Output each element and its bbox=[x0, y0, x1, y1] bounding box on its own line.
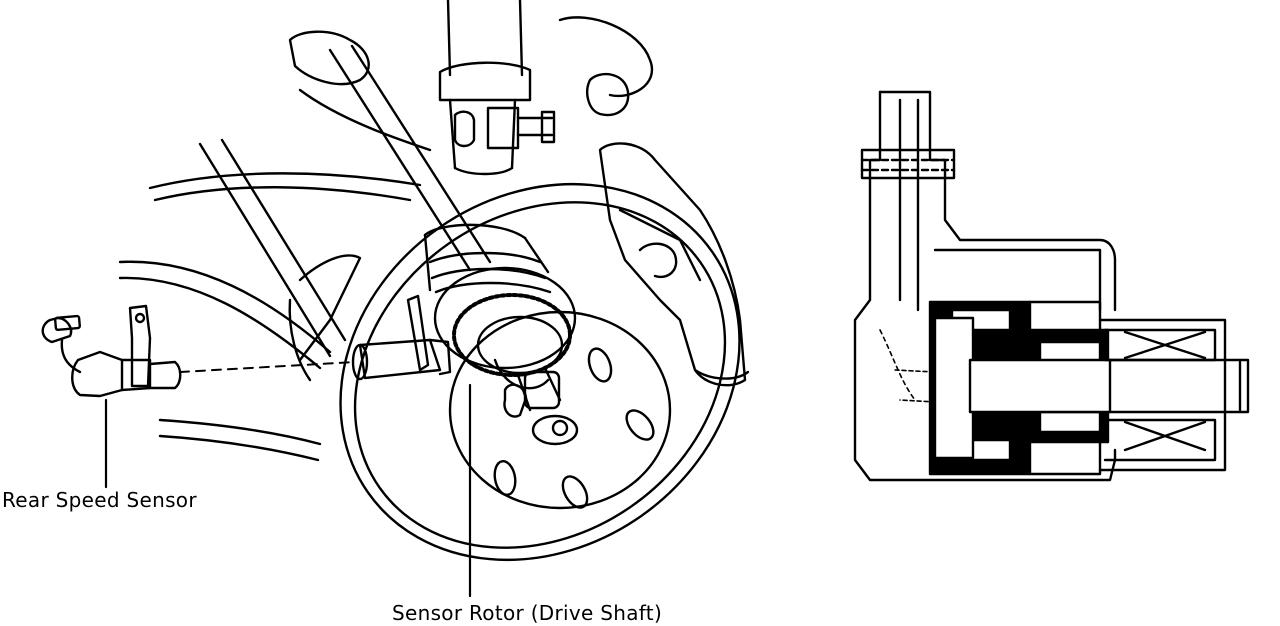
suspension-arm bbox=[118, 16, 654, 462]
alignment-dashed-line bbox=[179, 361, 356, 373]
leader-lines bbox=[104, 383, 472, 598]
rear-speed-sensor-label: Rear Speed Sensor bbox=[2, 488, 197, 512]
sensor-rotor bbox=[433, 266, 577, 418]
brake-disc bbox=[288, 182, 741, 562]
sensor-mount bbox=[351, 294, 452, 381]
rear-speed-sensor bbox=[41, 304, 182, 398]
sensor-cross-section bbox=[853, 90, 1250, 482]
sensor-rotor-label: Sensor Rotor (Drive Shaft) bbox=[392, 601, 663, 625]
strut bbox=[438, 0, 556, 176]
hub-studs bbox=[493, 347, 655, 509]
brake-caliper bbox=[598, 142, 750, 387]
drive-shaft bbox=[423, 223, 552, 294]
